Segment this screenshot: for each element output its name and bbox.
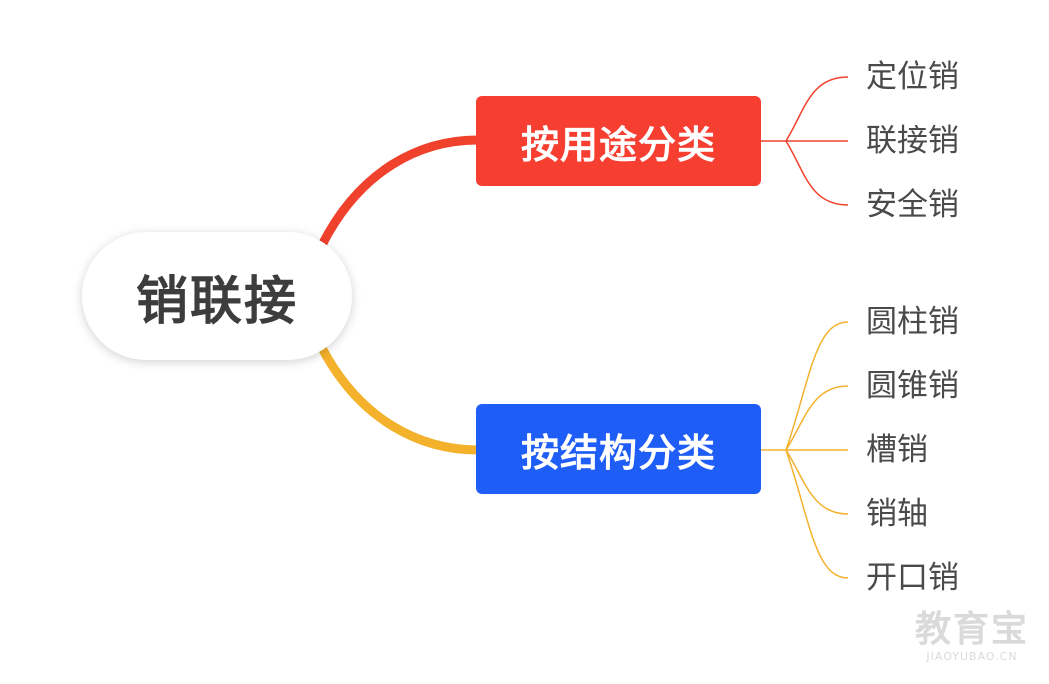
connector-root-structure [317, 343, 483, 455]
leaf-cotter-pin[interactable]: 开口销 [866, 560, 959, 596]
watermark-url: JIAOYUBAO.CN [926, 650, 1018, 663]
watermark-logo: 教育宝 [914, 609, 1029, 650]
branch-by-structure-label: 按结构分类 [520, 430, 716, 475]
branch-by-structure[interactable]: 按结构分类 [476, 404, 761, 494]
branch-by-usage[interactable]: 按用途分类 [476, 96, 761, 186]
leaf-pin-shaft[interactable]: 销轴 [866, 496, 928, 532]
leaf-taper-pin[interactable]: 圆锥销 [866, 368, 959, 404]
leaf-safety-pin[interactable]: 安全销 [866, 187, 959, 223]
root-node-label: 销联接 [135, 271, 298, 332]
structure-leaf-connectors [761, 321, 849, 579]
leaf-grooved-pin[interactable]: 槽销 [866, 432, 928, 468]
leaf-connecting-pin[interactable]: 联接销 [866, 123, 959, 159]
leaf-cylindrical-pin[interactable]: 圆柱销 [866, 304, 959, 340]
branch-by-usage-label: 按用途分类 [520, 122, 716, 167]
root-node[interactable]: 销联接 [82, 232, 352, 360]
leaf-locating-pin[interactable]: 定位销 [866, 59, 959, 95]
connector-root-usage [317, 135, 483, 250]
watermark: 教育宝 JIAOYUBAO.CN [915, 610, 1029, 664]
usage-leaf-connectors [761, 76, 849, 206]
